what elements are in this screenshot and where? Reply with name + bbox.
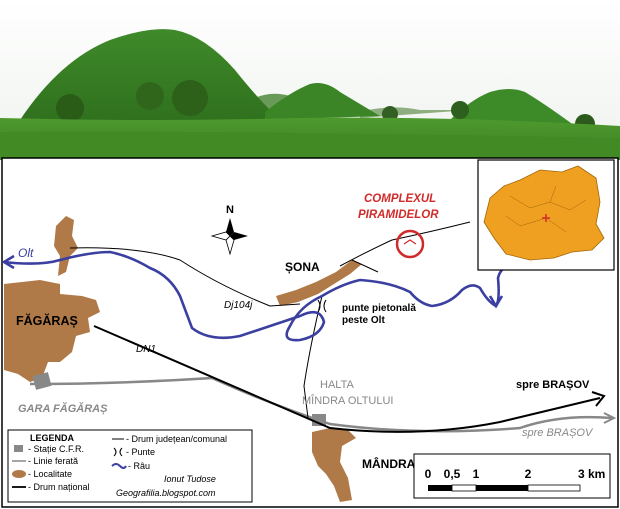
dn1-road: [93, 325, 601, 433]
legend-item-station: - Stație C.F.R.: [28, 444, 84, 454]
north-label: N: [226, 204, 234, 216]
bridge-label-line2: peste Olt: [342, 315, 385, 326]
dn1-label: DN1: [136, 344, 156, 355]
location-map: N Olt FĂGĂRAȘ ȘONA Dj104j DN1 punte piet…: [1, 157, 619, 508]
river-west-arrow: [1, 254, 15, 270]
spre-brasov-rail-label: spre BRAȘOV: [522, 427, 594, 439]
legend-item-river: - Râu: [128, 461, 150, 471]
legend-item-locality: - Localitate: [28, 469, 72, 479]
rail-arrow: [603, 412, 617, 424]
credit-author: Ionut Tudose: [164, 474, 216, 484]
county-road-dj104j: [69, 247, 301, 307]
river-olt: [3, 250, 536, 342]
legend-item-rail: - Linie ferată: [28, 456, 78, 466]
scale-bar: 0 0,5 1 2 3 km: [413, 453, 611, 499]
road-arrow: [591, 391, 606, 407]
pyramids-photo: [0, 0, 620, 160]
legend-title: LEGENDA: [30, 433, 75, 443]
halta-label-line2: MÎNDRA OLTULUI: [302, 394, 393, 407]
mandra-settlement: [312, 428, 356, 502]
legend-item-national-road: - Drum național: [28, 482, 90, 492]
legend: LEGENDA - Stație C.F.R. - Linie ferată -…: [7, 429, 253, 503]
river-arrow: [488, 295, 504, 309]
fagaras-settlement: [4, 280, 100, 382]
complex-label-line2: PIRAMIDELOR: [358, 209, 439, 221]
legend-item-county-road: - Drum județean/comunal: [126, 434, 227, 444]
scale-label-3: 2: [525, 467, 532, 481]
bridge-icon: [317, 299, 327, 313]
county-road-south: [303, 295, 323, 419]
fagaras-label: FĂGĂRAȘ: [16, 313, 78, 328]
legend-item-bridge: - Punte: [126, 447, 155, 457]
bridge-label-line1: punte pietonală: [342, 303, 416, 314]
gara-station-icon: [32, 372, 52, 390]
scale-label-0: 0: [425, 467, 432, 481]
credit-site: Geografilia.blogspot.com: [116, 488, 216, 498]
scale-label-4: 3 km: [578, 467, 605, 481]
river-olt-label: Olt: [18, 246, 34, 260]
gara-label: GARA FĂGĂRAȘ: [18, 402, 108, 415]
romania-inset: [477, 159, 615, 271]
pyramid-complex-marker: [395, 229, 425, 259]
scale-label-2: 1: [473, 467, 480, 481]
sona-settlement: [276, 260, 362, 306]
sona-label: ȘONA: [285, 260, 320, 274]
county-road-branch: [351, 259, 379, 273]
pyramid-middle: [265, 83, 380, 120]
scale-label-1: 0,5: [444, 467, 461, 481]
complex-label-line1: COMPLEXUL: [364, 193, 436, 205]
pyramid-right: [450, 89, 575, 128]
spre-brasov-road-label: spre BRAȘOV: [516, 379, 590, 391]
halta-label-line1: HALTA: [320, 379, 354, 391]
north-arrow-icon: [210, 218, 248, 256]
romania-shape: [483, 165, 605, 261]
county-road-east: [339, 221, 471, 267]
romania-location-star: [542, 214, 550, 222]
mandra-label: MÂNDRA: [362, 456, 416, 471]
dj104j-label: Dj104j: [224, 300, 253, 311]
railway-line: [29, 376, 613, 433]
